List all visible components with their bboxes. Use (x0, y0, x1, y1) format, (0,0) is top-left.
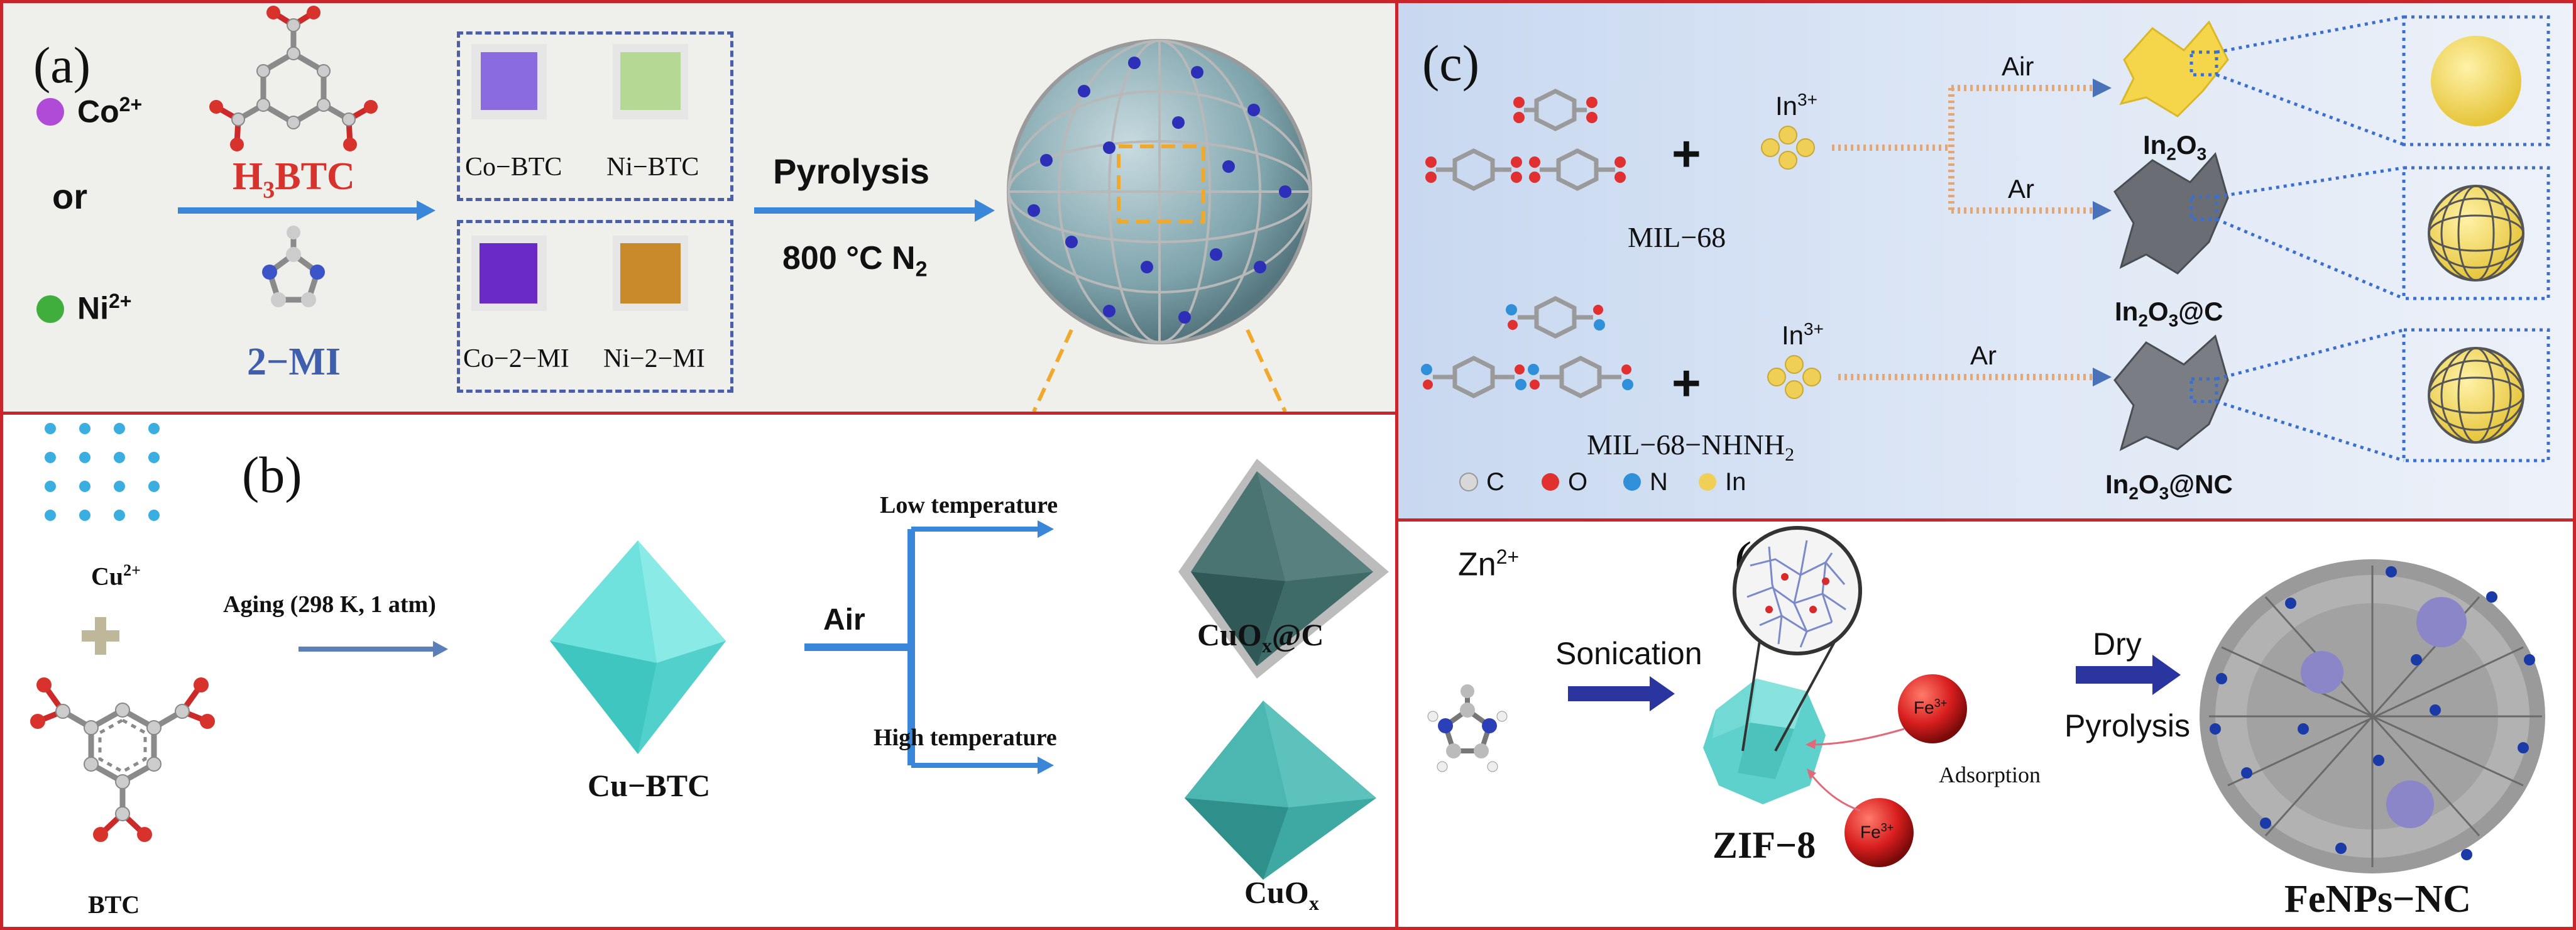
zn-ion-label: Zn2+ (1458, 545, 1520, 583)
zif8-crystal (1703, 679, 1826, 804)
ar-label-1: Ar (2008, 174, 2034, 204)
zif8-label: ZIF−8 (1713, 824, 1816, 866)
in-ion-label-2: In3+ (1782, 319, 1824, 350)
in2o3c-flake (2113, 151, 2229, 275)
panel-b: (b) (0, 412, 1398, 930)
in2o3c-label: In2O3@C (2115, 297, 2223, 331)
panel-b-label: (b) (242, 446, 302, 503)
panel-c-label: (c) (1422, 35, 1480, 92)
legend-in-dot (1699, 473, 1716, 491)
in-cluster-1 (1761, 126, 1815, 170)
legend-c-dot (1459, 473, 1478, 491)
fe-label-1: Fe3+ (1914, 697, 1948, 718)
aging-label: Aging (298 K, 1 atm) (223, 591, 436, 618)
panel-a: (a) (0, 0, 1398, 415)
co-btc-label: Co−BTC (465, 153, 562, 182)
mil68-nhnh2-label: MIL−68−NHNH2 (1587, 429, 1795, 466)
co-ion-label: Co2+ (77, 93, 143, 129)
air-label-c: Air (2002, 52, 2034, 81)
panel-d-graphics (1427, 526, 2545, 873)
ni-btc-crystal (620, 52, 681, 110)
mil68-nhnh2-linkers (1433, 296, 1621, 398)
panel-b-graphics (30, 423, 1389, 880)
btc-label: BTC (88, 890, 140, 919)
ni-2mi-label: Ni−2−MI (603, 344, 705, 373)
cuoxc-label: CuOx@C (1197, 617, 1324, 657)
in2o3nc-particle (2428, 347, 2524, 444)
fenps-nc-label: FeNPs−NC (2284, 878, 2472, 921)
ni-2mi-crystal (620, 243, 681, 304)
air-label: Air (823, 603, 865, 637)
pyrolysis-label-d: Pyrolysis (2064, 708, 2191, 743)
in2o3nc-label: In2O3@NC (2105, 469, 2233, 503)
2mi-mof-box (457, 220, 733, 393)
mil68-label: MIL−68 (1628, 221, 1726, 253)
btc-mof-box (457, 31, 733, 201)
co-btc-crystal (481, 52, 537, 110)
cu-ion-label: Cu2+ (91, 561, 141, 591)
panel-a-label: (a) (33, 36, 91, 94)
legend-c-label: C (1486, 468, 1504, 496)
cuox-octahedron (1185, 701, 1376, 880)
fe-sphere-2 (1844, 798, 1914, 867)
low-temp-label: Low temperature (880, 492, 1058, 518)
sonication-label: Sonication (1555, 636, 1702, 671)
ni-ion-dot (36, 295, 64, 323)
fenps-nc-cluster (2200, 559, 2545, 873)
cu-dots (45, 423, 160, 521)
2mi-label: 2−MI (247, 341, 341, 383)
adsorption-arrow-1 (1809, 728, 1905, 746)
ni-btc-label: Ni−BTC (606, 153, 699, 182)
panel-a-graphics (36, 6, 1312, 412)
in2o3-label: In2O3 (2143, 130, 2207, 164)
pyrolysis-label: Pyrolysis (773, 151, 930, 191)
cuoxc-octahedron (1178, 459, 1389, 679)
high-temp-label: High temperature (874, 725, 1057, 751)
cu-btc-label: Cu−BTC (588, 768, 711, 803)
2mi-molecule-d (1427, 684, 1508, 772)
cu-btc-octahedron (550, 540, 726, 754)
pyrolysis-condition: 800 °C N2 (782, 240, 928, 282)
adsorption-arrow-2 (1809, 772, 1861, 812)
panel-d: (d) (1395, 518, 2576, 930)
legend-o-label: O (1568, 468, 1588, 496)
or-label: or (52, 177, 87, 216)
in2o3-particle (2431, 36, 2521, 126)
legend-n-dot (1623, 473, 1641, 491)
sonication-arrow (1568, 686, 1656, 701)
legend-o-dot (1542, 473, 1559, 491)
legend-in-label: In (1725, 468, 1746, 496)
co-ion-dot (36, 98, 64, 126)
in-ion-label-1: In3+ (1775, 90, 1817, 121)
cuox-label: CuOx (1244, 875, 1319, 914)
plus-2: + (1672, 355, 1701, 411)
co-2mi-label: Co−2−MI (463, 344, 569, 373)
fe-sphere-1 (1898, 674, 1967, 743)
panel-c-graphics (1421, 15, 2550, 491)
in2o3c-particle (2428, 185, 2524, 282)
in2o3-flake (2119, 20, 2229, 118)
zoom-box (1117, 145, 1205, 224)
h3btc-label: H3BTC (233, 155, 355, 204)
ni-ion-label: Ni2+ (77, 290, 132, 326)
legend-n-label: N (1650, 468, 1668, 496)
in-cluster-2 (1767, 355, 1821, 399)
dry-label: Dry (2093, 626, 2142, 662)
pyrolysis-arrow (2076, 666, 2157, 684)
plus-1: + (1672, 126, 1701, 182)
co-2mi-crystal (480, 243, 537, 304)
adsorption-label: Adsorption (1939, 762, 2041, 787)
2mi-molecule (262, 226, 325, 307)
fe-label-2: Fe3+ (1860, 821, 1894, 842)
ar-label-2: Ar (1970, 341, 1997, 370)
mil68-linkers (1436, 89, 1615, 191)
panel-c: (c) (1395, 0, 2576, 522)
in2o3nc-flake (2113, 334, 2229, 451)
